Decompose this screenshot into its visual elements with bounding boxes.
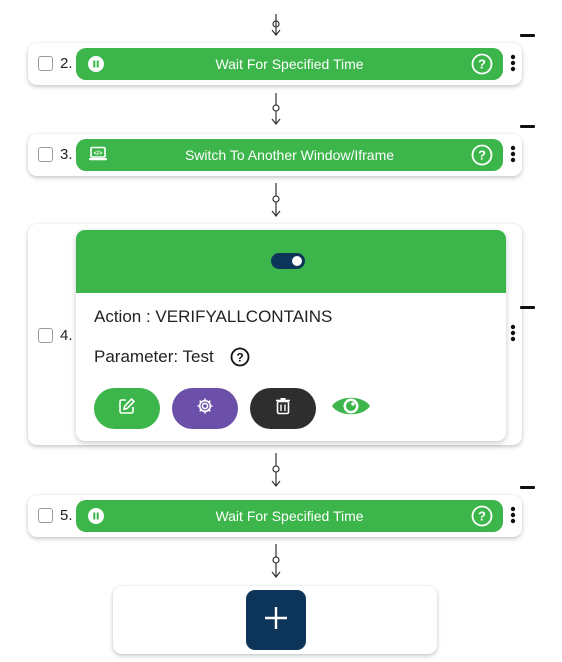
plus-icon — [262, 604, 290, 637]
step-checkbox[interactable] — [38, 328, 53, 343]
help-icon[interactable]: ? — [471, 144, 493, 171]
connector-icon — [266, 544, 286, 578]
step-pill[interactable]: Wait For Specified Time ? — [76, 500, 503, 532]
edit-button[interactable] — [94, 388, 160, 429]
help-icon[interactable]: ? — [230, 347, 250, 372]
svg-text:</>: </> — [94, 151, 103, 157]
step-number: 2. — [60, 55, 73, 72]
step-pill[interactable]: Wait For Specified Time ? — [76, 48, 503, 80]
step-label: Wait For Specified Time — [215, 508, 364, 524]
connector-icon — [266, 453, 286, 487]
kebab-menu-icon[interactable] — [510, 506, 516, 529]
add-step-button[interactable] — [246, 590, 306, 650]
parameter-text: Parameter: Test — [94, 347, 214, 366]
kebab-menu-icon[interactable] — [510, 145, 516, 168]
toggle-knob — [292, 256, 302, 266]
svg-text:?: ? — [478, 57, 486, 72]
step-number: 3. — [60, 146, 73, 163]
connector-icon — [266, 93, 286, 125]
step-card-2: 2. Wait For Specified Time ? — [28, 43, 522, 85]
help-icon[interactable]: ? — [471, 53, 493, 80]
connector-icon — [266, 14, 286, 36]
svg-text:?: ? — [478, 509, 486, 524]
step-checkbox[interactable] — [38, 56, 53, 71]
step-number: 5. — [60, 507, 73, 524]
eye-icon[interactable] — [331, 392, 371, 427]
step-pill[interactable]: </> Switch To Another Window/Iframe ? — [76, 139, 503, 171]
settings-button[interactable] — [172, 388, 238, 429]
add-step-card — [113, 586, 437, 654]
step-checkbox[interactable] — [38, 147, 53, 162]
trash-icon — [275, 397, 291, 420]
step-card-5: 5. Wait For Specified Time ? — [28, 495, 522, 537]
laptop-icon: </> — [88, 146, 108, 167]
step-card-3: 3. </> Switch To Another Window/Iframe ? — [28, 134, 522, 176]
connector-icon — [266, 183, 286, 217]
toggle-switch[interactable] — [271, 253, 305, 269]
step-checkbox[interactable] — [38, 508, 53, 523]
help-icon[interactable]: ? — [471, 505, 493, 532]
action-text: Action : VERIFYALLCONTAINS — [94, 307, 333, 326]
gear-icon — [196, 397, 214, 420]
pause-icon — [88, 508, 104, 529]
delete-button[interactable] — [250, 388, 316, 429]
step-number: 4. — [60, 327, 73, 344]
kebab-menu-icon[interactable] — [510, 54, 516, 77]
pause-icon — [88, 56, 104, 77]
step-label: Switch To Another Window/Iframe — [184, 147, 395, 163]
collapse-dash[interactable] — [520, 486, 535, 489]
collapse-dash[interactable] — [520, 34, 535, 37]
collapse-dash[interactable] — [520, 125, 535, 128]
svg-text:?: ? — [478, 148, 486, 163]
collapse-dash[interactable] — [520, 306, 535, 309]
svg-text:?: ? — [236, 351, 243, 365]
edit-icon — [118, 397, 136, 420]
step-detail-header — [76, 230, 506, 293]
step-detail-panel: Action : VERIFYALLCONTAINS Parameter: Te… — [76, 230, 506, 441]
kebab-menu-icon[interactable] — [510, 324, 516, 347]
step-label: Wait For Specified Time — [215, 56, 364, 72]
